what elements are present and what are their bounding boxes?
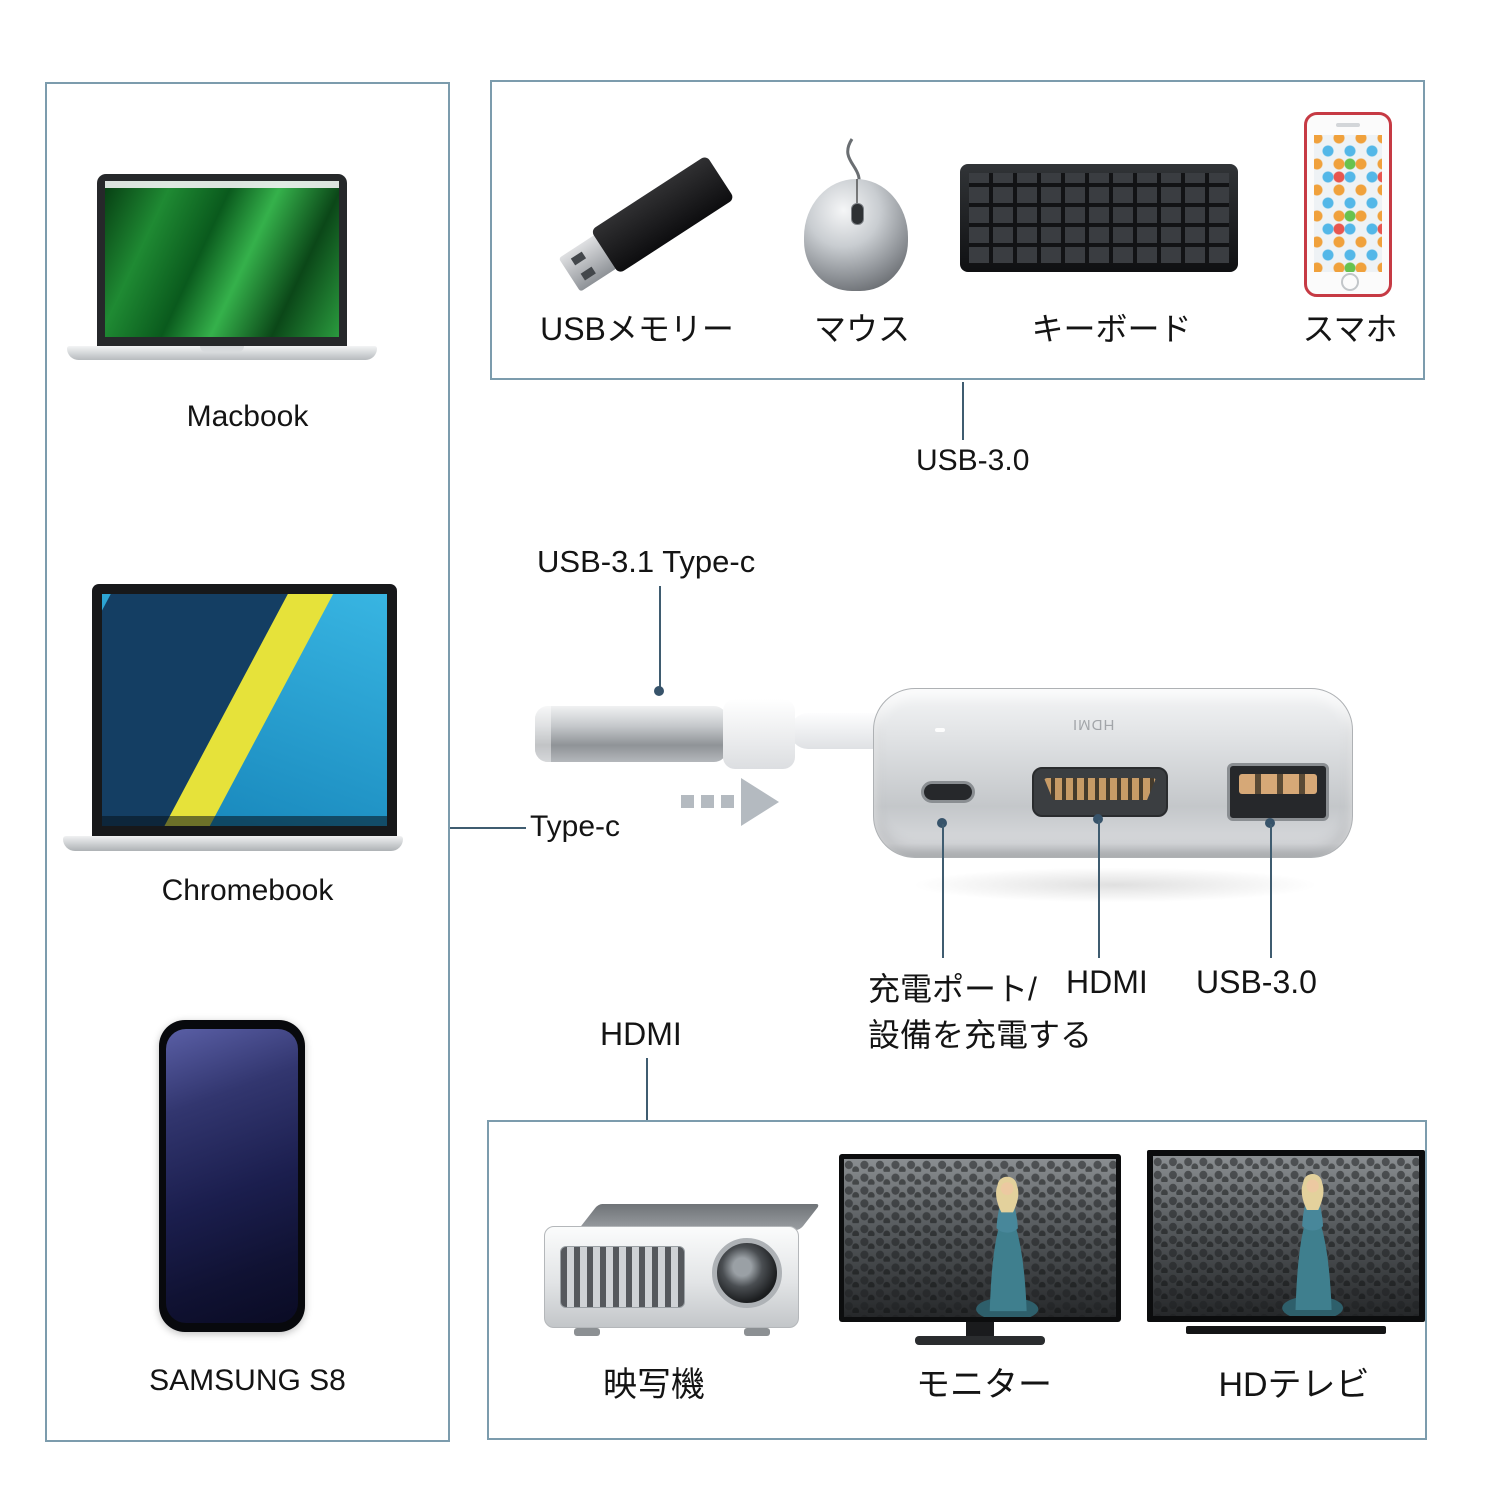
arrow-head-icon xyxy=(741,778,779,826)
typec-cable-label: Type-c xyxy=(530,810,621,843)
usb-port-label: USB-3.0 xyxy=(1196,964,1317,1000)
hdmi-bottom-connector-label: HDMI xyxy=(600,1016,682,1052)
adapter-etched-hdmi-text: HDMI xyxy=(1072,716,1115,733)
projector-label: 映写機 xyxy=(603,1366,705,1404)
adapter-led xyxy=(935,728,945,732)
plug-pointer-line xyxy=(659,586,661,688)
macbook-wallpaper xyxy=(105,181,339,337)
projector-grille xyxy=(560,1246,685,1308)
source-devices-panel: Macbook Chromebook SAMSUNG S8 xyxy=(45,82,450,1442)
hdmi-port-label: HDMI xyxy=(1066,964,1148,1000)
usbc-plug xyxy=(535,706,727,762)
chromebook-base xyxy=(63,836,403,851)
hdtv-label: HDテレビ xyxy=(1218,1366,1370,1404)
projector-foot xyxy=(574,1328,600,1336)
chromebook-taskbar xyxy=(102,816,387,826)
usbc-plug-collar xyxy=(723,699,795,769)
arrow-dash-3 xyxy=(721,795,734,808)
typec-connector-line xyxy=(450,827,526,829)
monitor-image xyxy=(839,1154,1124,1359)
usb-memory-image xyxy=(547,150,737,300)
usba-port xyxy=(1227,763,1329,821)
charge-port-dot xyxy=(937,818,947,828)
usbc-charge-port xyxy=(921,781,975,803)
usb-stick xyxy=(555,155,735,297)
hdtv-stand-base xyxy=(1186,1326,1386,1334)
monitor-frame xyxy=(839,1154,1121,1322)
samsung-s8-image xyxy=(159,1020,305,1332)
charge-port-label-line1: 充電ポート/ xyxy=(868,971,1037,1007)
projector-foot xyxy=(744,1328,770,1336)
usb-peripherals-panel: USBメモリー マウス キーボード スマホ xyxy=(490,80,1425,380)
hdtv-frame xyxy=(1147,1150,1425,1322)
hdtv-screen-scene xyxy=(1153,1156,1419,1316)
mouse-body xyxy=(804,179,908,291)
projector-image xyxy=(544,1204,821,1344)
usb-stick-body xyxy=(590,155,735,274)
macbook-base xyxy=(67,346,377,360)
plug-pointer-dot xyxy=(654,686,664,696)
arrow-dash-1 xyxy=(681,795,694,808)
chromebook-wallpaper xyxy=(102,594,387,826)
usb-port-line xyxy=(1270,824,1272,958)
charge-port-label-line2: 設備を充電する xyxy=(868,1017,1093,1053)
monitor-screen-scene xyxy=(844,1159,1116,1317)
hdmi-bottom-connector-line xyxy=(646,1058,648,1120)
hdmi-displays-panel: 映写機 モニター HDテレビ xyxy=(487,1120,1427,1440)
plug-type-label: USB-3.1 Type-c xyxy=(537,544,756,579)
usb30-top-connector-line xyxy=(962,382,964,440)
keyboard-label: キーボード xyxy=(1031,311,1192,347)
smartphone-screen xyxy=(1314,135,1382,272)
macbook-label: Macbook xyxy=(186,400,309,433)
monitor-label: モニター xyxy=(916,1366,1052,1404)
arrow-dash-2 xyxy=(701,795,714,808)
hdmi-port-dot xyxy=(1093,814,1103,824)
smartphone-image xyxy=(1304,112,1392,297)
hdtv-image xyxy=(1147,1150,1427,1355)
keyboard-image xyxy=(960,164,1238,272)
keyboard-keys xyxy=(969,173,1229,263)
hdmi-port xyxy=(1032,767,1168,817)
mouse-image xyxy=(792,137,922,297)
monitor-stand-base xyxy=(915,1336,1045,1345)
monitor-stand-neck xyxy=(966,1322,994,1336)
usb-port-dot xyxy=(1265,818,1275,828)
smartphone-label: スマホ xyxy=(1302,311,1398,347)
charge-port-line xyxy=(942,824,944,958)
samsung-s8-screen xyxy=(166,1029,298,1323)
chromebook-image xyxy=(92,584,397,836)
hdmi-port-line xyxy=(1098,820,1100,958)
usb-memory-label: USBメモリー xyxy=(540,311,734,347)
macbook-image xyxy=(97,174,347,346)
usb30-top-connector-label: USB-3.0 xyxy=(916,444,1030,477)
samsung-s8-label: SAMSUNG S8 xyxy=(149,1364,346,1397)
projector-lens xyxy=(712,1238,782,1308)
adapter-shadow xyxy=(895,866,1335,904)
chromebook-label: Chromebook xyxy=(161,874,334,907)
mouse-label: マウス xyxy=(813,311,910,347)
